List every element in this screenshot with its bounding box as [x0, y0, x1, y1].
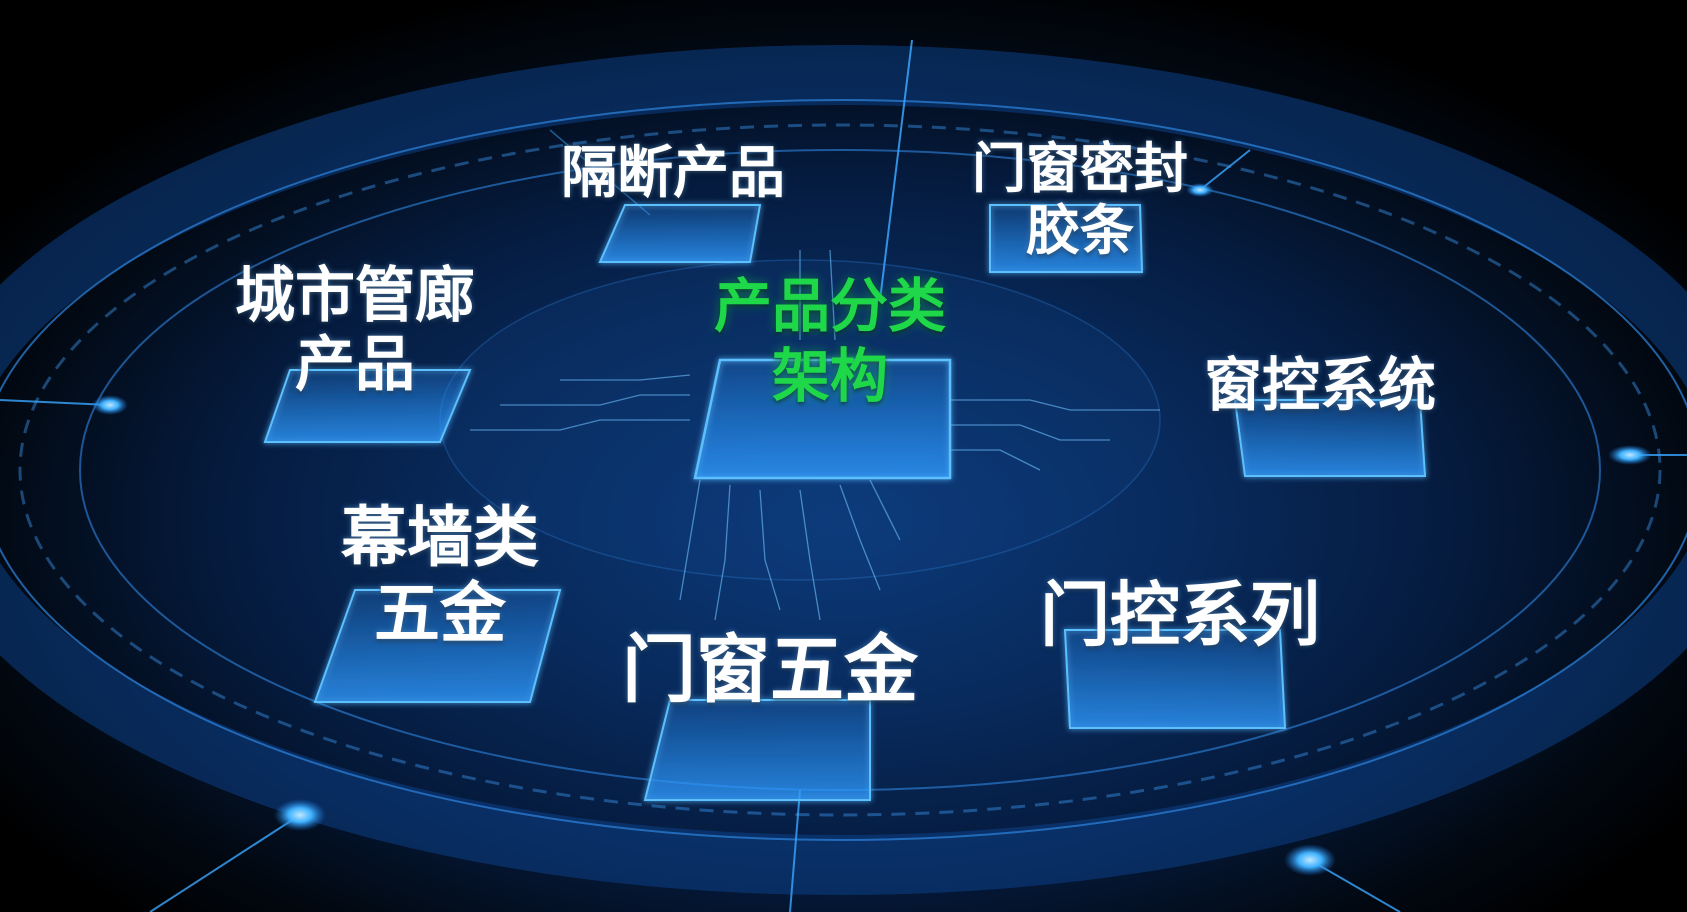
spoke-left — [0, 399, 111, 406]
node-dot-right — [1608, 445, 1652, 465]
circuit-traces — [470, 249, 1160, 621]
platform-curtain-wall — [313, 589, 562, 703]
node-dot-bottom-right — [1284, 844, 1336, 876]
node-door-window-seal: 门窗密封 胶条 — [955, 137, 1205, 263]
platform-center — [693, 358, 952, 480]
outer-ring-dashed — [18, 123, 1662, 817]
node-door-control-label: 门控系列 — [1040, 574, 1320, 656]
platform-window-control — [1233, 399, 1427, 477]
node-door-control: 门控系列 — [1010, 575, 1350, 656]
platforms — [263, 204, 1427, 801]
node-seal-label-line2: 胶条 — [1026, 199, 1134, 263]
center-title-line1: 产品分类 — [713, 272, 946, 340]
node-curtain-wall-label-line2: 五金 — [374, 574, 506, 652]
node-dot-top-right — [1186, 183, 1214, 197]
node-curtain-wall: 幕墙类 五金 — [310, 500, 570, 652]
outer-ring-band — [0, 45, 1687, 895]
spoke-top-right — [1199, 149, 1251, 191]
node-dot-left — [92, 395, 128, 415]
platform-utility — [263, 369, 472, 443]
node-seal-label-line1: 门窗密封 — [972, 137, 1188, 200]
center-title-line2: 架构 — [771, 341, 888, 410]
platform-door-control — [1063, 629, 1287, 729]
node-dot-bottom-left — [274, 799, 326, 831]
spoke-top-left — [549, 129, 651, 216]
outer-ring — [0, 99, 1687, 841]
spoke-bottom-left — [149, 814, 301, 912]
center-title: 产品分类 架构 — [680, 272, 980, 411]
node-utility-tunnel: 城市管廊 产品 — [215, 262, 495, 400]
spoke-bottom — [789, 789, 801, 912]
node-window-control-label: 窗控系统 — [1203, 351, 1436, 419]
platform-seal — [989, 204, 1144, 273]
node-utility-label-line1: 城市管廊 — [235, 261, 475, 331]
platform-isolation — [598, 204, 762, 263]
node-curtain-wall-label-line1: 幕墙类 — [341, 499, 539, 576]
node-isolation-products: 隔断产品 — [548, 141, 798, 206]
node-utility-label-line2: 产品 — [295, 330, 415, 400]
node-isolation-label: 隔断产品 — [561, 141, 785, 206]
node-door-window-hardware: 门窗五金 — [600, 627, 940, 713]
spoke-top — [879, 39, 913, 301]
platform-hardware — [643, 699, 871, 801]
node-window-control: 窗控系统 — [1180, 352, 1460, 419]
node-hardware-label: 门窗五金 — [622, 627, 918, 713]
